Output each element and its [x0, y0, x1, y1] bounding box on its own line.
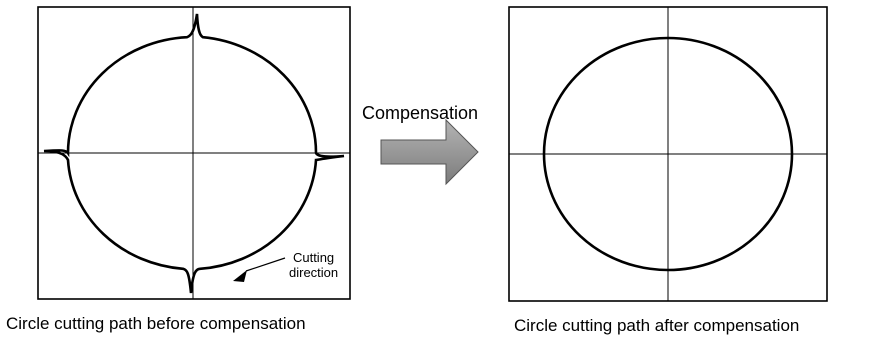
- cutting-direction-label: Cutting direction: [289, 250, 338, 280]
- compensation-label: Compensation: [362, 103, 479, 123]
- cutting-direction-line1: Cutting: [292, 250, 335, 265]
- block-arrow-right-icon: [380, 118, 479, 186]
- cutting-direction-line2: direction: [289, 265, 339, 280]
- caption-after: Circle cutting path after compensation: [514, 316, 800, 335]
- circle-path-after: [542, 36, 794, 272]
- panel-after: [508, 6, 828, 302]
- panel-before: [37, 6, 351, 300]
- caption-before: Circle cutting path before compensation: [6, 314, 306, 333]
- cutting-direction-leader-line: [245, 257, 286, 272]
- triangle-pointer-icon: [233, 270, 247, 282]
- circle-path-before: [43, 13, 345, 294]
